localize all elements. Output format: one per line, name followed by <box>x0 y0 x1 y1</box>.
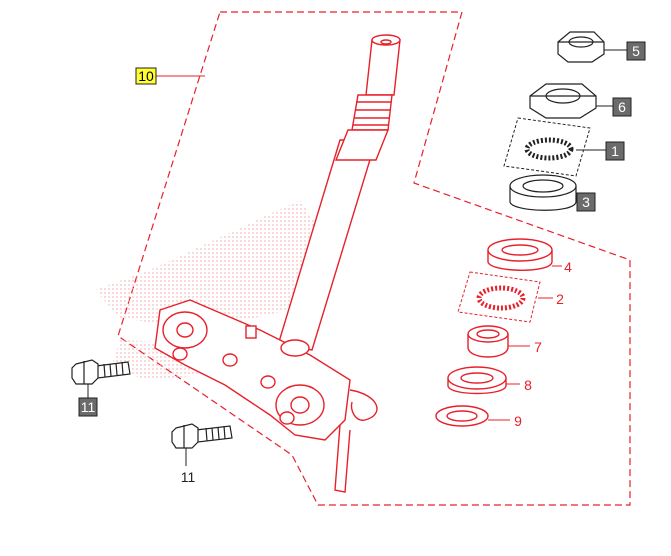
callout-7: 7 <box>534 339 542 355</box>
steering-stem <box>154 34 401 493</box>
callout-1: 1 <box>605 141 625 161</box>
callout-9: 9 <box>514 413 522 429</box>
callout-3: 3 <box>576 192 596 212</box>
callout-9-label: 9 <box>514 413 522 429</box>
part-1-bearing-box <box>503 117 591 177</box>
callout-2-label: 2 <box>556 291 564 307</box>
part-9-washer <box>435 405 489 427</box>
part-2-bearing-box <box>457 271 541 323</box>
callout-4-label: 4 <box>564 259 572 275</box>
part-5-lock-nut <box>557 31 605 63</box>
callout-4: 4 <box>564 259 572 275</box>
callout-5-label: 5 <box>632 43 640 59</box>
callout-7-label: 7 <box>534 339 542 355</box>
part-4-race <box>487 238 553 271</box>
leader-lines <box>87 49 627 466</box>
callout-6: 6 <box>612 97 632 117</box>
callout-5: 5 <box>626 41 646 61</box>
part-8-dust-seal <box>447 366 507 395</box>
callout-3-label: 3 <box>582 194 590 210</box>
callout-1-label: 1 <box>611 143 619 159</box>
callout-11-lower-label: 11 <box>181 469 196 485</box>
part-3-upper-race <box>509 174 577 211</box>
callout-2: 2 <box>556 291 564 307</box>
callout-10-label: 10 <box>138 68 154 84</box>
callout-8: 8 <box>524 377 532 393</box>
callout-11-lower: 11 <box>181 469 196 485</box>
callout-8-label: 8 <box>524 377 532 393</box>
bolt-11-lower <box>171 423 233 449</box>
callout-10: 10 <box>135 67 157 85</box>
part-7-lower-race <box>467 325 509 358</box>
bolt-11-upper <box>71 359 131 385</box>
callout-11-upper: 11 <box>78 397 98 417</box>
callout-11-upper-label: 11 <box>81 399 96 415</box>
callout-6-label: 6 <box>618 99 626 115</box>
part-6-adjusting-nut <box>529 83 597 119</box>
